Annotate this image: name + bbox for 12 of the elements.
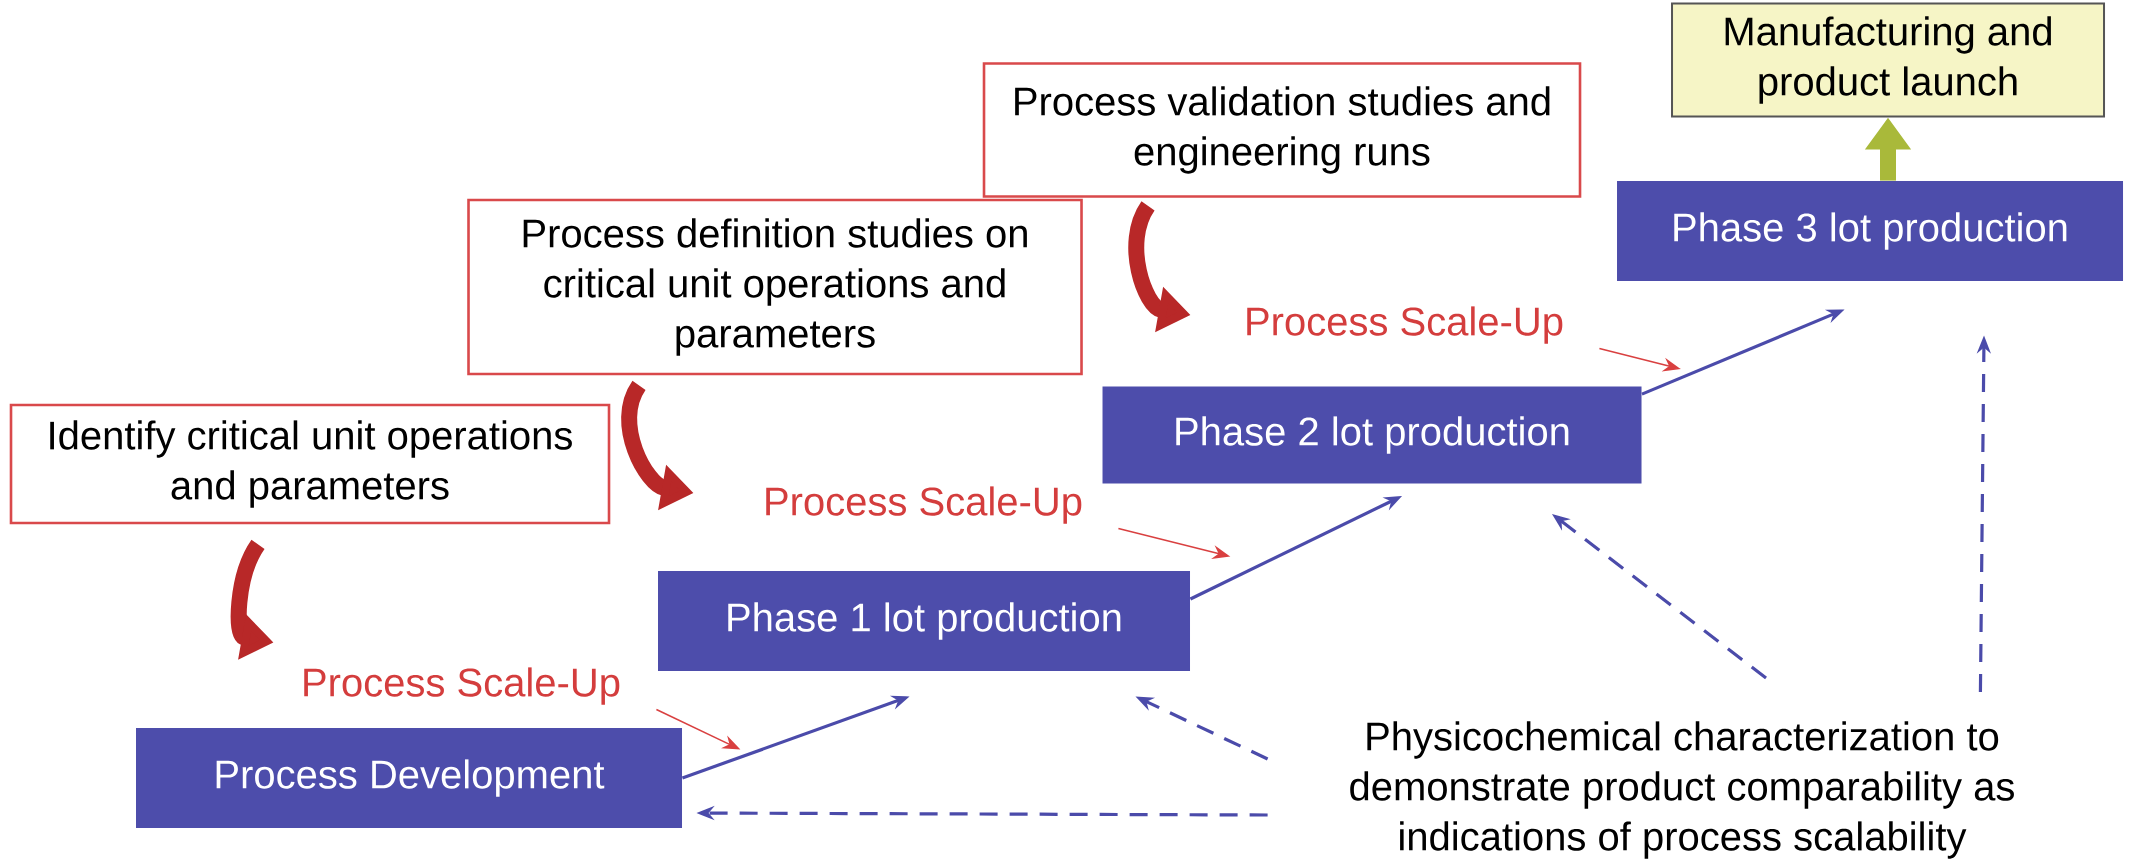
scale-up-label: Process Scale-Up xyxy=(1247,306,1563,344)
stage-box: Phase 3 lot production xyxy=(1617,181,2123,281)
note-text: Physicochemical characterization to demonstrate product comparability as indications of process scalability xyxy=(1350,721,2014,859)
stage-box: Process Development xyxy=(136,728,682,828)
launch-box: Manufacturing and product launch xyxy=(1671,2,2105,118)
step-box: Process validation studies and engineering runs xyxy=(982,62,1582,198)
stage-box: Phase 1 lot production xyxy=(658,571,1190,671)
step-box: Process definition studies on critical unit operations and parameters xyxy=(467,198,1083,376)
scale-up-label: Process Scale-Up xyxy=(766,486,1082,524)
scale-up-label: Process Scale-Up xyxy=(304,667,620,705)
stage-box: Phase 2 lot production xyxy=(1102,386,1642,484)
step-box: Identify critical unit operations and parameters xyxy=(9,403,611,525)
